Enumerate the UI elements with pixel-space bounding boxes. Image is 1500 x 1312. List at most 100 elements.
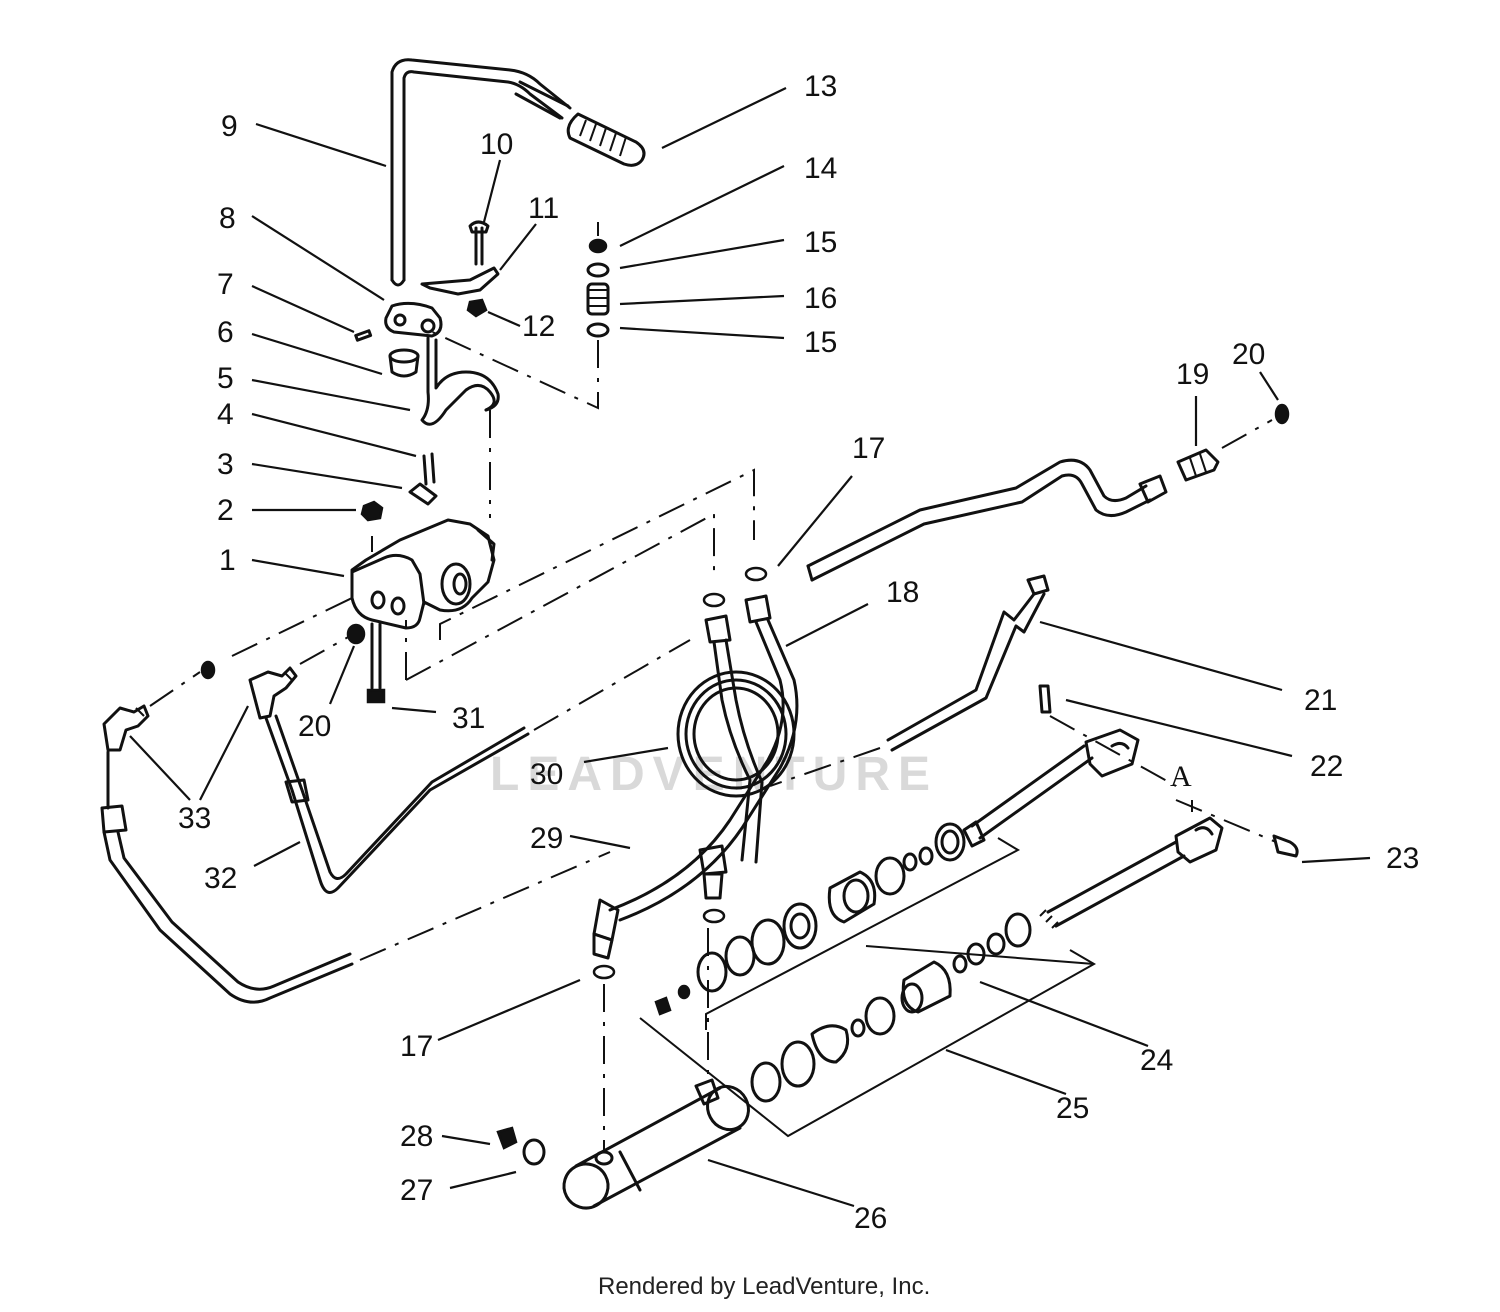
adapter-fitting bbox=[1176, 448, 1220, 482]
hydraulic-tube bbox=[264, 714, 530, 894]
callout-24: 24 bbox=[1140, 1044, 1173, 1077]
hydraulic-hose bbox=[698, 638, 764, 900]
alignment-line bbox=[439, 468, 755, 640]
callout-5: 5 bbox=[217, 362, 234, 395]
alignment-line bbox=[299, 635, 351, 665]
alignment-line bbox=[405, 512, 715, 681]
callout-18: 18 bbox=[886, 576, 919, 609]
leader-line bbox=[255, 122, 387, 168]
clevis-pin bbox=[1038, 684, 1052, 714]
callout-15: 15 bbox=[804, 226, 837, 259]
callout-17: 17 bbox=[400, 1030, 433, 1063]
callout-29: 29 bbox=[530, 822, 563, 855]
bolt bbox=[468, 220, 490, 266]
o-ring bbox=[702, 908, 726, 924]
bracket bbox=[384, 301, 443, 338]
leader-line bbox=[251, 284, 355, 334]
leader-line bbox=[619, 326, 785, 340]
leader-line bbox=[499, 223, 537, 271]
o-ring bbox=[592, 964, 616, 980]
callout-6: 6 bbox=[217, 316, 234, 349]
callout-23: 23 bbox=[1386, 842, 1419, 875]
callout-14: 14 bbox=[804, 152, 837, 185]
callout-9: 9 bbox=[221, 110, 238, 143]
cotter-pin bbox=[1272, 834, 1299, 858]
leader-line bbox=[437, 978, 581, 1042]
footer-credit: Rendered by LeadVenture, Inc. bbox=[598, 1273, 930, 1300]
leader-line bbox=[441, 1134, 491, 1146]
valve-screw bbox=[408, 482, 438, 506]
nut bbox=[466, 298, 488, 318]
seal-kit-lower bbox=[639, 912, 1097, 1138]
callout-30: 30 bbox=[530, 758, 563, 791]
shift-lever bbox=[420, 336, 500, 426]
bushing bbox=[388, 348, 420, 378]
leader-line bbox=[1065, 698, 1293, 758]
roll-pin bbox=[422, 452, 436, 486]
callout-1: 1 bbox=[219, 544, 236, 577]
callout-20: 20 bbox=[1232, 338, 1265, 371]
view-label: A bbox=[1170, 760, 1192, 793]
alignment-line bbox=[1221, 419, 1273, 449]
leader-line bbox=[253, 841, 301, 867]
leader-line bbox=[482, 159, 502, 223]
leader-line bbox=[251, 412, 417, 458]
piston-rod-upper bbox=[962, 728, 1140, 848]
callout-31: 31 bbox=[452, 702, 485, 735]
callout-3: 3 bbox=[217, 448, 234, 481]
leader-line bbox=[569, 834, 631, 850]
leader-line bbox=[449, 1170, 517, 1190]
o-ring bbox=[346, 623, 366, 645]
callout-25: 25 bbox=[1056, 1092, 1089, 1125]
callout-20: 20 bbox=[298, 710, 331, 743]
hydraulic-tube bbox=[100, 750, 354, 1004]
control-handle bbox=[390, 58, 572, 287]
elbow-fitting bbox=[102, 704, 150, 752]
leader-line bbox=[785, 603, 869, 647]
callout-26: 26 bbox=[854, 1202, 887, 1235]
hydraulic-hose bbox=[608, 618, 799, 922]
callout-12: 12 bbox=[522, 310, 555, 343]
callout-10: 10 bbox=[480, 128, 513, 161]
alignment-line bbox=[1049, 715, 1277, 843]
leader-line bbox=[1259, 371, 1279, 401]
leader-line bbox=[251, 462, 403, 490]
leader-line bbox=[251, 378, 411, 412]
leader-line bbox=[251, 215, 385, 301]
callout-27: 27 bbox=[400, 1174, 433, 1207]
o-ring bbox=[1274, 403, 1290, 425]
callout-32: 32 bbox=[204, 862, 237, 895]
leader-line bbox=[619, 165, 785, 247]
hand-grip bbox=[566, 112, 646, 167]
leader-line bbox=[391, 706, 437, 714]
leader-line bbox=[1301, 856, 1371, 864]
alignment-line bbox=[533, 639, 691, 731]
leader-line bbox=[945, 1048, 1067, 1096]
pin bbox=[354, 329, 373, 342]
callout-21: 21 bbox=[1304, 684, 1337, 717]
leader-line bbox=[251, 332, 383, 376]
alignment-line bbox=[149, 671, 201, 707]
callout-13: 13 bbox=[804, 70, 837, 103]
alignment-line bbox=[231, 597, 353, 657]
leader-line bbox=[328, 645, 356, 705]
callout-33: 33 bbox=[178, 802, 211, 835]
leader-line bbox=[619, 238, 785, 270]
callout-17: 17 bbox=[852, 432, 885, 465]
leader-line bbox=[979, 980, 1149, 1048]
alignment-line bbox=[359, 851, 611, 961]
callout-11: 11 bbox=[528, 192, 559, 225]
o-ring bbox=[200, 660, 216, 680]
leader-line bbox=[129, 705, 249, 801]
piston-rod-lower bbox=[1039, 816, 1224, 929]
leader-line bbox=[619, 294, 785, 306]
hose-fitting bbox=[704, 594, 772, 644]
cylinder-plug bbox=[496, 1126, 518, 1150]
cylinder-washer bbox=[522, 1138, 546, 1166]
detent-stack bbox=[427, 222, 610, 410]
leader-line bbox=[707, 1158, 855, 1208]
leader-line bbox=[777, 475, 853, 567]
o-ring bbox=[702, 592, 726, 608]
leader-line bbox=[583, 746, 669, 764]
